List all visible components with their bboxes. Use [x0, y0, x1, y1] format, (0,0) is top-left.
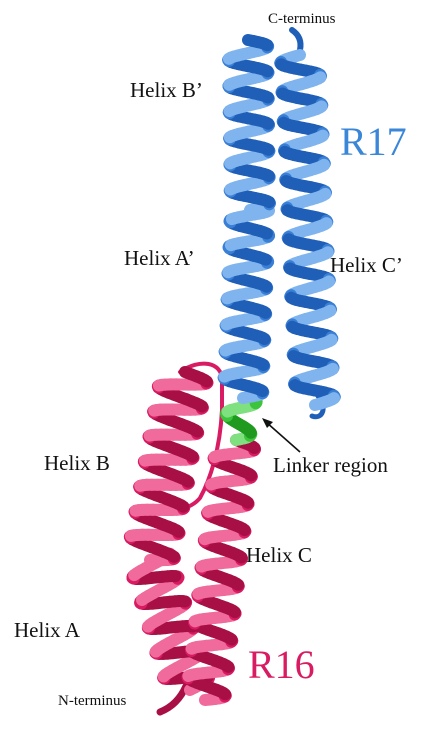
- r17-helix-b-prime: [228, 40, 270, 210]
- helix-a-prime-label: Helix A’: [124, 248, 195, 269]
- r17-helix-c-prime: [280, 55, 334, 405]
- linker-region-label: Linker region: [273, 455, 388, 476]
- linker-helix: [226, 400, 256, 440]
- helix-c-label: Helix C: [246, 545, 312, 566]
- helix-b-prime-label: Helix B’: [130, 80, 203, 101]
- helix-a-label: Helix A: [14, 620, 80, 641]
- r16-helix-b: [130, 372, 208, 560]
- r16-n-terminus-tail: [160, 686, 186, 712]
- helix-c-prime-label: Helix C’: [330, 255, 403, 276]
- helix-b-label: Helix B: [44, 453, 110, 474]
- r17-c-terminus-tail: [292, 30, 301, 50]
- linker-arrow: [266, 422, 300, 452]
- n-terminus-label: N-terminus: [58, 694, 126, 709]
- c-terminus-label: C-terminus: [268, 12, 336, 27]
- annotation-arrows: [262, 418, 300, 452]
- r17-helix-a-prime: [224, 211, 269, 398]
- r17-domain-label: R17: [340, 122, 407, 162]
- helix-ribbons: [130, 30, 335, 712]
- r16-domain-label: R16: [248, 645, 315, 685]
